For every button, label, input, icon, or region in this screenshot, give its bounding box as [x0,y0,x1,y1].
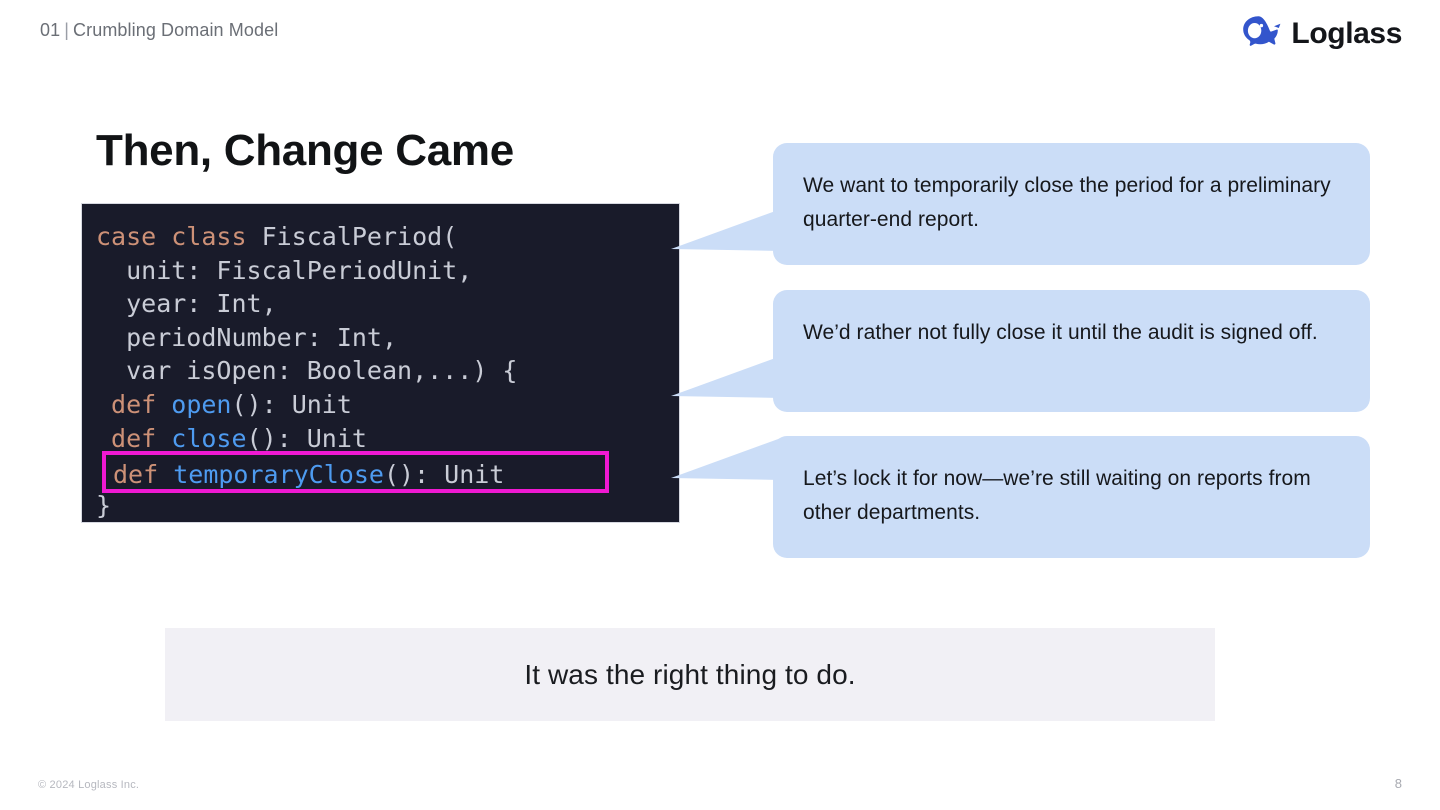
whale-icon [1241,14,1283,53]
code-line: def open(): Unit [96,388,517,422]
code-line: } [96,489,517,522]
speech-bubble-tail [671,432,781,502]
speech-bubble: Let’s lock it for now—we’re still waitin… [671,436,1370,558]
code-token: } [96,490,112,520]
code-token: close [171,423,247,453]
code-line: periodNumber: Int, [96,321,517,355]
speech-bubble-text: Let’s lock it for now—we’re still waitin… [803,467,1311,524]
speech-bubble-tail [671,209,781,279]
page-number: 8 [1394,776,1402,791]
brand-logo: Loglass [1241,14,1402,53]
code-token: open [171,389,232,419]
code-line: unit: FiscalPeriodUnit, [96,254,517,288]
speech-bubble: We want to temporarily close the period … [671,143,1370,265]
code-token: temporaryClose [173,460,384,489]
code-token: unit: FiscalPeriodUnit, [96,255,473,285]
copyright-notice: © 2024 Loglass Inc. [38,779,140,791]
code-line: var isOpen: Boolean,...) { [96,354,517,388]
code-lines: case class FiscalPeriod( unit: FiscalPer… [96,220,517,522]
code-token: case class [96,222,262,251]
code-token: def [96,423,172,453]
brand-name: Loglass [1291,16,1402,50]
header-separator: | [64,20,70,40]
code-token: (): Unit [383,460,505,489]
code-token: var isOpen: Boolean,...) { [96,356,518,386]
code-line: case class FiscalPeriod( [96,220,517,254]
code-block: case class FiscalPeriod( unit: FiscalPer… [81,203,680,523]
speech-bubble-text: We want to temporarily close the period … [803,174,1331,231]
page-title: Then, Change Came [96,126,514,176]
section-title: Crumbling Domain Model [73,20,279,40]
code-token: year: Int, [96,289,277,319]
speech-bubble: We’d rather not fully close it until the… [671,290,1370,412]
code-token: FiscalPeriod( [261,222,458,251]
highlighted-code-text: def temporaryClose(): Unit [113,458,504,492]
speech-bubble-text: We’d rather not fully close it until the… [803,321,1318,344]
code-token: (): Unit [231,389,352,419]
highlighted-code-line: def temporaryClose(): Unit [102,451,609,493]
code-line: year: Int, [96,287,517,321]
summary-banner: It was the right thing to do. [165,628,1215,721]
code-token: periodNumber: Int, [96,322,398,352]
section-number: 01 [40,20,61,40]
slide-section-header: 01|Crumbling Domain Model [40,20,278,41]
code-line: def close(): Unit [96,422,517,456]
code-token: (): Unit [246,423,367,453]
code-token: def [113,460,174,489]
code-token: def [96,389,172,419]
summary-banner-text: It was the right thing to do. [524,658,856,690]
speech-bubble-tail [671,356,781,426]
